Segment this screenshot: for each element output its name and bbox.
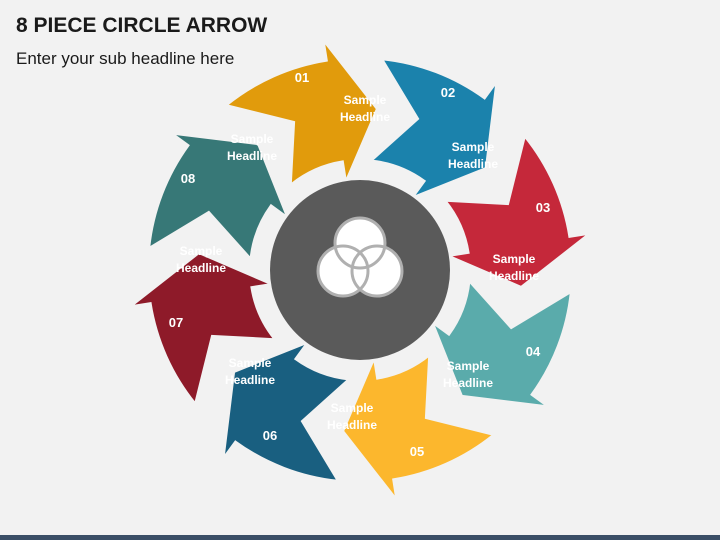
center-hub [270,180,450,360]
arrow-segment-02 [443,134,593,289]
segment-number-07: 07 [169,315,183,330]
page-subtitle: Enter your sub headline here [16,49,235,68]
segment-number-02: 02 [441,85,455,100]
arrow-segment-08 [224,37,379,187]
arrow-segment-03 [430,279,573,408]
segment-number-08: 08 [181,171,195,186]
segment-number-05: 05 [410,444,424,459]
page-title: 8 PIECE CIRCLE ARROW [16,14,268,37]
arrow-segment-05 [222,340,351,483]
venn-fill-1 [335,218,385,268]
bottom-bar [0,535,720,540]
venn-three-circles-icon [316,216,404,298]
arrow-segment-06 [127,251,277,406]
segment-number-04: 04 [526,344,541,359]
arrow-segment-04 [341,353,496,503]
segment-number-03: 03 [536,200,550,215]
arrow-segment-07 [147,132,290,261]
segment-number-01: 01 [295,70,309,85]
arrow-segment-01 [369,57,498,200]
segment-number-06: 06 [263,428,277,443]
